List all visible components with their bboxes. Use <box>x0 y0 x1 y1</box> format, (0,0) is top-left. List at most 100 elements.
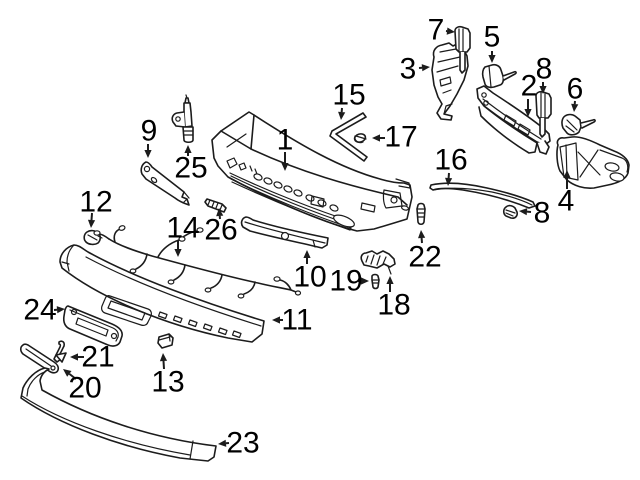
part-pad-26 <box>204 198 227 213</box>
callout-arrow-head <box>281 163 289 171</box>
part-bumper-cover <box>211 111 413 232</box>
callout-22: 22 <box>408 230 442 274</box>
callout-3: 3 <box>400 53 430 86</box>
part-bolt-7 <box>454 25 471 74</box>
callout-number-8: 8 <box>534 197 551 230</box>
callout-21: 21 <box>70 341 115 374</box>
callout-arrow-head <box>539 86 547 94</box>
callout-14: 14 <box>166 212 200 257</box>
callout-number-26: 26 <box>204 214 237 247</box>
part-bolt-8-top <box>535 90 552 138</box>
part-grommet-17 <box>353 133 367 144</box>
callout-11: 11 <box>272 304 313 337</box>
callout-number-25: 25 <box>174 152 207 185</box>
part-clip-6 <box>561 113 596 136</box>
part-trim-strip-16 <box>429 182 536 209</box>
callout-number-13: 13 <box>151 366 184 399</box>
callout-arrow-head <box>488 55 496 63</box>
callout-arrow-head <box>174 249 182 257</box>
part-bolt-19 <box>371 273 380 290</box>
callout-arrow-head <box>70 353 78 361</box>
callout-arrow-head <box>524 109 532 117</box>
callout-arrow-head <box>144 150 152 158</box>
callouts-layer: 1234567889101112131415161718192021222324… <box>23 14 583 460</box>
part-bracket-9 <box>140 161 190 206</box>
callout-arrow-head <box>159 353 168 362</box>
callout-number-5: 5 <box>484 21 501 54</box>
part-rub-strip-10 <box>240 216 329 249</box>
callout-number-9: 9 <box>141 115 158 148</box>
part-corner-strip-15 <box>329 112 368 162</box>
part-absorber-4 <box>556 136 630 189</box>
callout-arrow-head <box>571 103 579 112</box>
callout-arrow-head <box>338 111 346 120</box>
callout-15: 15 <box>332 79 366 120</box>
callout-7: 7 <box>428 14 455 47</box>
callout-number-21: 21 <box>81 341 114 374</box>
callout-13: 13 <box>151 353 185 399</box>
callout-number-23: 23 <box>226 427 259 460</box>
callout-9: 9 <box>141 115 158 158</box>
callout-arrow-head <box>56 306 65 314</box>
callout-2: 2 <box>521 70 538 117</box>
part-clip-8-side <box>502 204 518 219</box>
callout-number-1: 1 <box>277 124 294 157</box>
callout-number-2: 2 <box>521 70 538 103</box>
part-license-bracket-24 <box>62 305 123 347</box>
callout-26: 26 <box>204 208 238 247</box>
callout-10: 10 <box>293 250 327 294</box>
callout-4: 4 <box>558 170 575 218</box>
callout-16: 16 <box>434 144 468 186</box>
part-wiring-harness-14 <box>93 225 302 299</box>
callout-number-20: 20 <box>68 372 101 405</box>
callout-arrow-head <box>361 277 369 285</box>
callout-number-4: 4 <box>558 185 575 218</box>
callout-number-16: 16 <box>434 144 467 177</box>
callout-24: 24 <box>23 294 65 327</box>
callout-8-7: 8 <box>536 53 552 94</box>
callout-arrow-line <box>68 373 77 380</box>
callout-number-19: 19 <box>329 265 362 298</box>
callout-arrow-head <box>216 208 224 217</box>
callout-5: 5 <box>484 21 501 63</box>
part-spoiler-23 <box>20 367 217 462</box>
callout-arrow-head <box>563 170 571 178</box>
callout-number-24: 24 <box>23 294 56 327</box>
part-bolt-22 <box>416 202 426 226</box>
callout-number-15: 15 <box>332 79 365 112</box>
callout-12: 12 <box>79 186 113 228</box>
callout-arrow-head <box>445 177 453 186</box>
callout-20: 20 <box>63 369 102 405</box>
callout-number-17: 17 <box>384 121 417 154</box>
callout-arrow-head <box>446 27 455 35</box>
callout-arrow-head <box>519 208 528 216</box>
callout-arrow-head <box>386 276 394 284</box>
callout-1: 1 <box>277 124 294 171</box>
callout-arrow-head <box>63 369 72 377</box>
callout-number-22: 22 <box>408 241 441 274</box>
part-rail-2 <box>476 85 551 155</box>
part-clip-13 <box>157 333 174 349</box>
callout-arrow-head <box>218 439 227 447</box>
part-nut-5 <box>481 63 517 89</box>
callout-arrow-head <box>421 64 430 72</box>
callout-number-7: 7 <box>428 14 445 47</box>
callout-number-18: 18 <box>377 289 410 322</box>
callout-arrow-head <box>184 145 192 153</box>
part-side-strip-20 <box>19 343 60 374</box>
callout-number-11: 11 <box>281 304 312 337</box>
callout-17: 17 <box>372 121 418 154</box>
callout-18: 18 <box>377 276 411 322</box>
callout-arrow-head <box>303 250 311 258</box>
callout-25: 25 <box>174 145 208 185</box>
callout-8-8: 8 <box>519 197 550 230</box>
callout-number-14: 14 <box>166 212 199 245</box>
callout-23: 23 <box>218 427 260 460</box>
callout-number-3: 3 <box>400 53 417 86</box>
callout-number-10: 10 <box>293 261 326 294</box>
part-sensor-25 <box>171 94 194 144</box>
callout-arrow-head <box>418 230 426 239</box>
callout-arrow-head <box>372 134 380 142</box>
